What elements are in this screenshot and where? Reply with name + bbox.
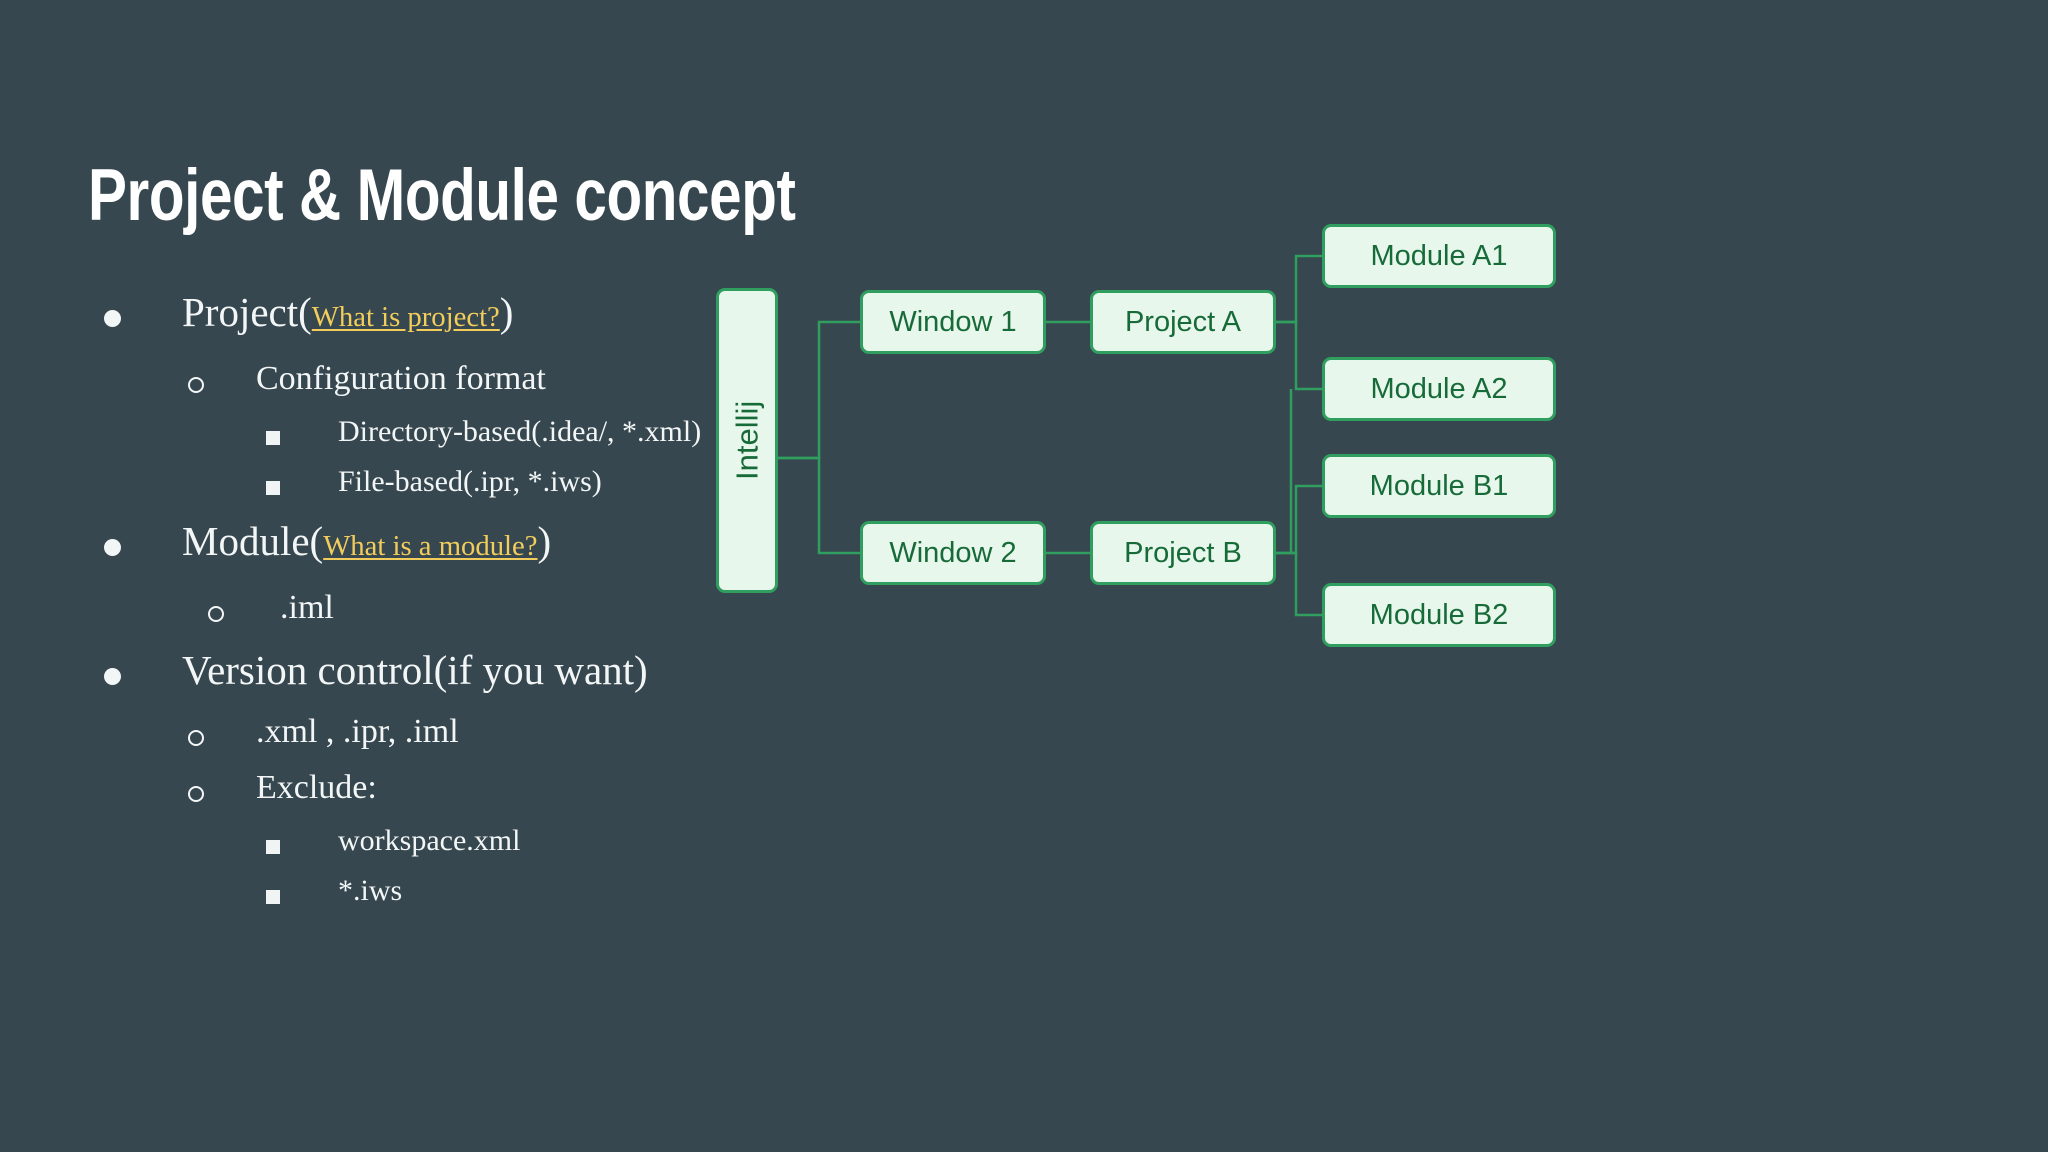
bullet-iws-text: *.iws (338, 874, 403, 907)
link-projecta-modulea2 (1276, 320, 1322, 391)
bullet-exclude-text: Exclude: (256, 769, 377, 806)
link-intellij-window1 (778, 320, 860, 460)
bullet-module-suffix: ) (537, 518, 552, 564)
architecture-diagram: Intellij Window 1 Window 2 Project A Project… (700, 190, 1600, 690)
bullet-file-based: File-based(.ipr, *.iws) (104, 457, 944, 507)
bullet-workspace-xml: workspace.xml (104, 816, 944, 866)
link-intellij-window2 (778, 456, 860, 555)
bullet-module-link[interactable]: What is a module? (323, 530, 538, 562)
bullet-file-based-text: File-based(.ipr, *.iws) (338, 465, 602, 498)
bullet-iws: *.iws (104, 866, 944, 916)
bullet-directory-based-text: Directory-based(.idea/, *.xml) (338, 415, 702, 448)
link-projectb-moduleb2 (1276, 551, 1322, 617)
bullet-version-control-text: Version control(if you want) (182, 647, 648, 693)
link-projectb-moduleb1 (1276, 484, 1322, 555)
bullet-iml-text: .iml (280, 589, 334, 626)
bullet-workspace-xml-text: workspace.xml (338, 824, 521, 857)
link-projecta-modulea1 (1276, 254, 1322, 324)
bullet-vcs-tracked-files: .xml , .ipr, .iml (104, 704, 944, 760)
bullet-version-control: Version control(if you want) (104, 636, 944, 704)
bullet-module-prefix: Module( (182, 518, 324, 564)
node-module-b2[interactable]: Module B2 (1322, 583, 1556, 647)
bullet-iml: .iml (104, 580, 944, 636)
bullet-directory-based: Directory-based(.idea/, *.xml) (104, 407, 944, 457)
node-window-2[interactable]: Window 2 (860, 521, 1046, 585)
node-intellij[interactable]: Intellij (716, 288, 778, 593)
node-window-1[interactable]: Window 1 (860, 290, 1046, 354)
bullet-project: Project(What is project?) (104, 278, 944, 351)
diagram-connectors (778, 254, 1322, 617)
bullet-vcs-tracked-files-text: .xml , .ipr, .iml (256, 713, 459, 750)
bullet-project-link[interactable]: What is project? (311, 301, 500, 333)
bullet-project-text: Project(What is project?) (182, 278, 513, 351)
bullet-configuration-format-text: Configuration format (256, 360, 546, 397)
node-project-b[interactable]: Project B (1090, 521, 1276, 585)
node-module-a1[interactable]: Module A1 (1322, 224, 1556, 288)
bullet-project-suffix: ) (499, 289, 514, 335)
bullet-exclude: Exclude: (104, 760, 944, 816)
bullet-module: Module(What is a module?) (104, 507, 944, 580)
page-title: Project & Module concept (88, 154, 796, 236)
node-module-a2[interactable]: Module A2 (1322, 357, 1556, 421)
bullet-project-prefix: Project( (182, 289, 312, 335)
node-project-a[interactable]: Project A (1090, 290, 1276, 354)
bullet-module-text: Module(What is a module?) (182, 507, 551, 580)
bullet-configuration-format: Configuration format (104, 351, 944, 407)
bullet-list: Project(What is project?) Configuration f… (104, 278, 944, 916)
node-module-b1[interactable]: Module B1 (1322, 454, 1556, 518)
